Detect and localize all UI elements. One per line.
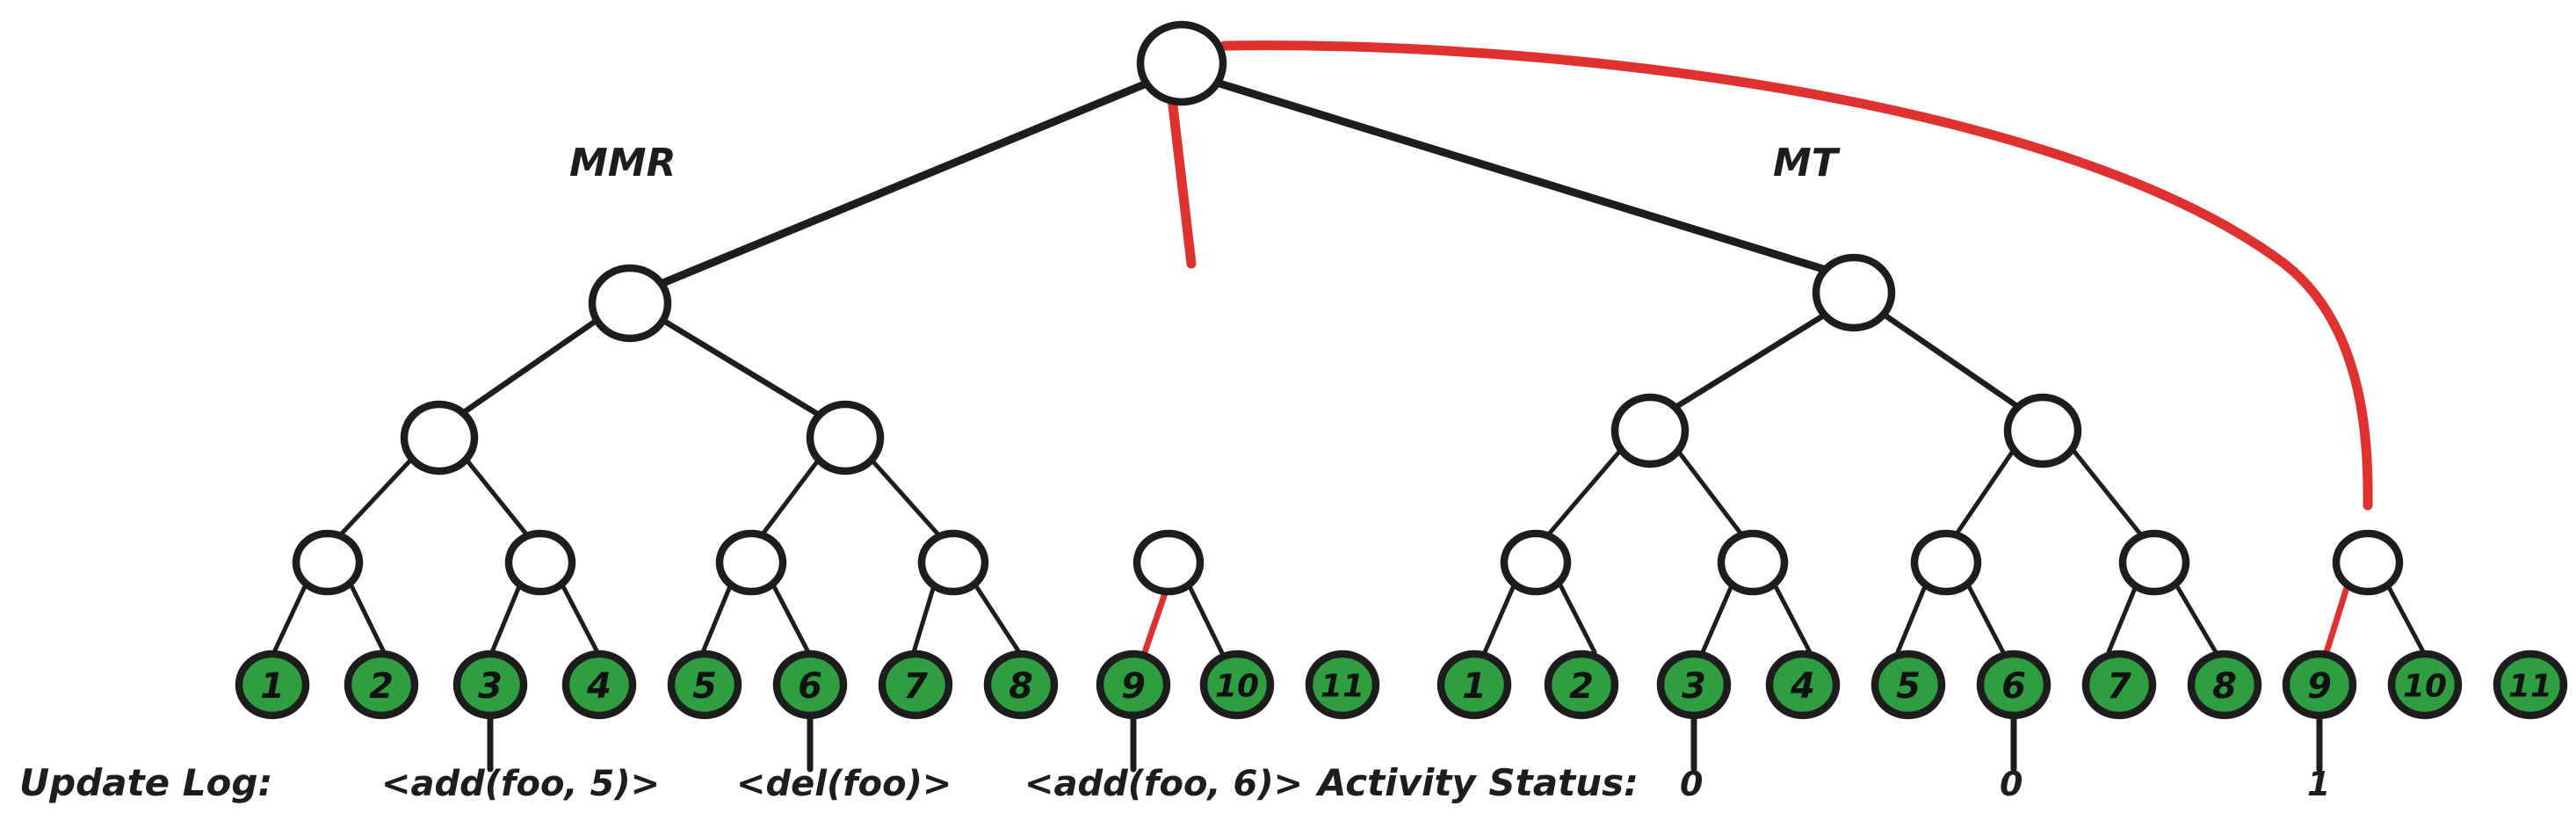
mt-leaf-label-10: 10 [2403,669,2447,705]
mt-leaf-4[interactable]: 4 [1765,650,1841,720]
mt-leaf-label-7: 7 [2107,666,2131,707]
mt-leaf-label-11: 11 [2508,669,2552,705]
activity-status-value-1: 0 [1680,765,1703,803]
mmr-leaves: 1 2 3 4 5 6 7 [235,650,1380,720]
mmr-leaf-label-2: 2 [369,666,394,707]
mmr-leaf-8[interactable]: 8 [983,650,1059,720]
mmr-node-l3-b[interactable] [504,529,576,596]
mt-leaf-7[interactable]: 7 [2081,650,2157,720]
mmr-node-l2-a[interactable] [400,400,479,476]
mt-leaf-1[interactable]: 1 [1436,650,1512,720]
mt-label: MT [1773,141,1841,185]
update-log-entry-2: <del(foo)> [736,764,952,804]
mt-leaf-label-6: 6 [2001,666,2026,707]
mmr-node-l3-e[interactable] [1132,529,1205,596]
mmr-leaf-7[interactable]: 7 [878,650,953,720]
mmr-internal-nodes [292,264,1205,596]
mmr-leaf-label-11: 11 [1321,669,1364,705]
activity-status-label: Activity Status: [1315,761,1639,804]
activity-status-value-2: 0 [2000,765,2022,803]
mmr-node-l3-d[interactable] [917,529,989,596]
mmr-leaf-2[interactable]: 2 [344,650,419,720]
mt-edges [1215,79,2428,657]
mt-node-l3-b[interactable] [1717,529,1789,596]
mmr-leaf-3[interactable]: 3 [452,650,528,720]
mmr-leaf-label-4: 4 [586,666,611,707]
mt-leaf-label-9: 9 [2307,666,2332,707]
mt-leaf-label-5: 5 [1896,666,1921,707]
mt-leaf-6[interactable]: 6 [1976,650,2051,720]
mmr-label: MMR [569,141,676,185]
mmr-leaf-11[interactable]: 11 [1305,650,1380,720]
mt-node-l2-b[interactable] [2003,393,2082,468]
mmr-node-l2-b[interactable] [806,400,885,476]
mt-leaf-10[interactable]: 10 [2387,650,2463,720]
mmr-leaf-label-3: 3 [478,666,503,707]
mt-leaf-8[interactable]: 8 [2187,650,2262,720]
mmr-leaf-10[interactable]: 10 [1199,650,1275,720]
root-node[interactable] [1136,20,1227,106]
mt-leaf-label-3: 3 [1682,666,1706,707]
mt-node-l3-d[interactable] [2118,529,2190,596]
update-log-stems [487,714,1137,773]
activity-status-value-3: 1 [2307,765,2330,803]
mmr-leaf-label-6: 6 [798,666,822,707]
mmr-node-l3-c[interactable] [715,529,787,596]
mmr-leaf-label-7: 7 [903,666,928,707]
mmr-node-l3-a[interactable] [292,529,364,596]
mt-leaves: 1 2 3 4 5 6 7 [1436,650,2568,720]
mt-node-l3-a[interactable] [1500,529,1572,596]
mt-leaf-2[interactable]: 2 [1544,650,1619,720]
update-log-label: Update Log: [19,761,272,804]
mmr-leaf-label-10: 10 [1215,669,1259,705]
mmr-leaf-label-1: 1 [260,666,285,707]
mt-internal-nodes [1500,253,2404,596]
mt-leaf-11[interactable]: 11 [2493,650,2568,720]
update-log-entry-3: <add(foo, 6)> [1024,764,1303,804]
mmr-leaf-label-5: 5 [692,666,717,707]
mt-leaf-5[interactable]: 5 [1870,650,1946,720]
mt-leaf-label-4: 4 [1790,666,1815,707]
mt-leaf-9[interactable]: 9 [2282,650,2357,720]
mt-node-l3-e[interactable] [2332,529,2404,596]
mmr-leaf-label-8: 8 [1009,666,1033,707]
mt-leaf-label-2: 2 [1569,666,1594,707]
mmr-node-l1[interactable] [588,264,672,343]
mt-leaf-label-8: 8 [2212,666,2237,707]
mmr-leaf-6[interactable]: 6 [772,650,848,720]
mmr-leaf-9[interactable]: 9 [1096,650,1171,720]
activity-status-stems [1690,714,2323,773]
mmr-leaf-label-9: 9 [1121,666,1146,707]
mt-node-l3-c[interactable] [1910,529,1982,596]
mmr-leaf-1[interactable]: 1 [235,650,310,720]
mmr-leaf-5[interactable]: 5 [667,650,742,720]
update-log-entry-1: <add(foo, 5)> [381,764,660,804]
mt-node-l1[interactable] [1812,253,1896,332]
mt-node-l2-a[interactable] [1610,393,1690,468]
mmr-leaf-4[interactable]: 4 [561,650,637,720]
mt-leaf-3[interactable]: 3 [1656,650,1732,720]
mt-leaf-label-1: 1 [1462,666,1487,707]
